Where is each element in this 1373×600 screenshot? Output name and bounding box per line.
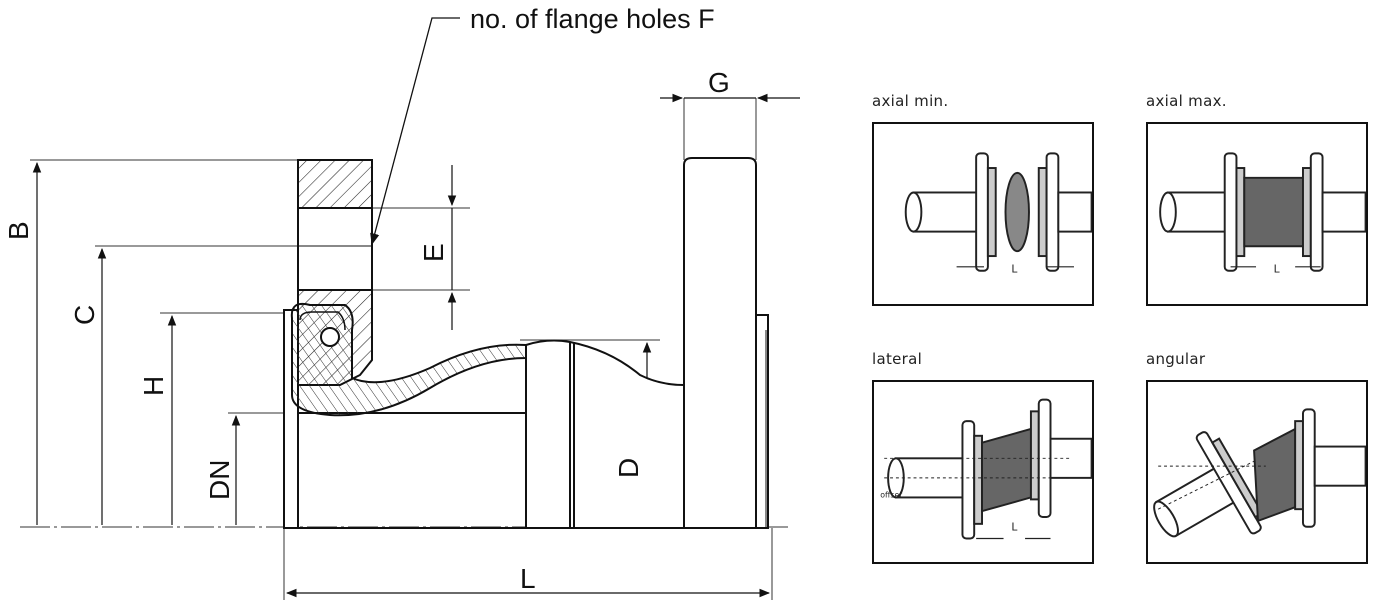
dim-label-dn: DN xyxy=(204,460,235,500)
caption-axial-min: axial min. xyxy=(872,92,949,110)
dim-label-g: G xyxy=(708,67,730,98)
axial-min-illustration: L xyxy=(904,152,1092,276)
callout-label: no. of flange holes F xyxy=(470,4,715,34)
panel-mark-l: L xyxy=(1011,521,1017,534)
dim-label-h: H xyxy=(138,376,169,396)
angular-illustration xyxy=(1153,408,1366,538)
panel-mark-l: L xyxy=(1274,263,1280,276)
expansion-joint-section-drawing: no. of flange holes F B C H DN E D G L xyxy=(3,4,800,600)
rubber-bellows xyxy=(290,302,527,417)
axial-max-illustration: L xyxy=(1159,152,1366,276)
caption-lateral: lateral xyxy=(872,350,923,368)
caption-axial-max: axial max. xyxy=(1146,92,1227,110)
dim-label-e: E xyxy=(418,243,449,262)
panel-note-offset: offset xyxy=(880,490,902,499)
dim-label-b: B xyxy=(3,221,34,240)
panel-lateral: offset L xyxy=(872,380,1094,564)
panel-mark-l: L xyxy=(1011,263,1017,276)
dim-label-c: C xyxy=(69,305,100,325)
right-body xyxy=(525,339,685,529)
caption-angular: angular xyxy=(1146,350,1206,368)
panel-angular xyxy=(1146,380,1368,564)
lateral-illustration: offset L xyxy=(880,398,1092,540)
panel-axial-max: L xyxy=(1146,122,1368,306)
dimension-labels: B C H DN E D G L xyxy=(3,67,730,594)
panel-axial-min: L xyxy=(872,122,1094,306)
dim-label-l: L xyxy=(520,563,536,594)
right-flange xyxy=(683,157,769,529)
dim-label-d: D xyxy=(613,458,644,478)
flange-holes-callout: no. of flange holes F xyxy=(370,4,715,246)
